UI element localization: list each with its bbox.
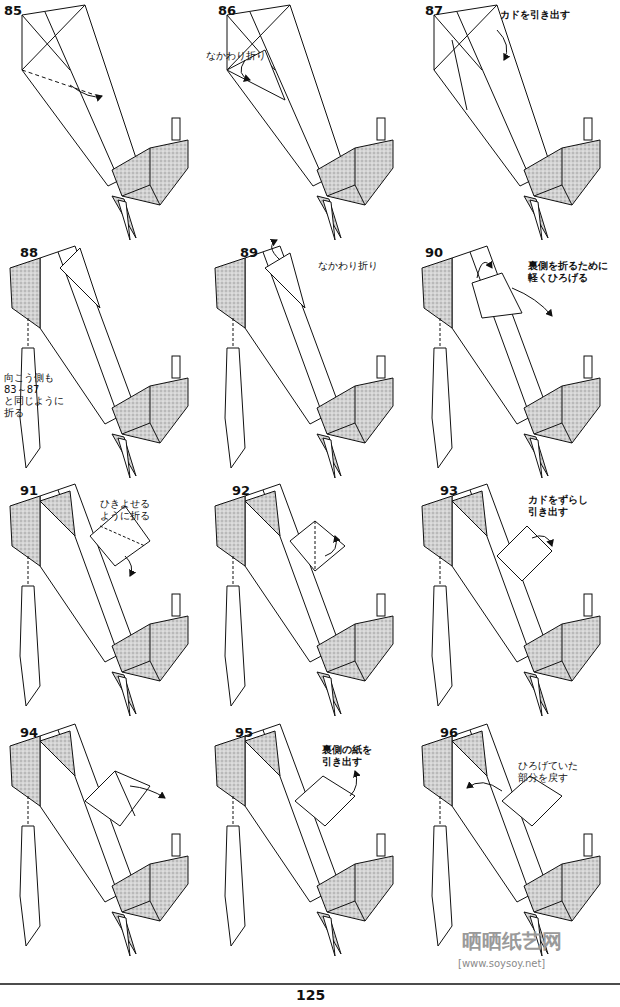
step-number: 88 [20, 246, 38, 261]
step-number: 89 [240, 246, 258, 261]
instruction-note: 向こう側も 83～87 と同じように 折る [4, 372, 68, 418]
page-number: 125 [296, 987, 325, 1003]
step-number: 94 [20, 726, 38, 741]
watermark: 晒晒纸艺网 [462, 930, 562, 953]
instruction-note: ひきよせる ように折る [100, 498, 158, 521]
step-number: 87 [425, 4, 443, 19]
step-number: 96 [440, 726, 458, 741]
instruction-note: 裏側の紙を 引き出す [322, 744, 378, 767]
instruction-note: 裏側を折るために 軽くひろげる [528, 260, 614, 283]
step-number: 86 [218, 4, 236, 19]
instruction-note: カドをずらし 引き出す [528, 494, 594, 517]
step-number: 95 [235, 726, 253, 741]
instruction-note: なかわり折り [206, 50, 266, 62]
step-number: 90 [425, 246, 443, 261]
watermark: [www.soysoy.net] [458, 958, 545, 970]
step-number: 93 [440, 484, 458, 499]
instruction-note: なかわり折り [318, 260, 378, 272]
step-number: 91 [20, 484, 38, 499]
step-number: 92 [232, 484, 250, 499]
step-number: 85 [4, 4, 22, 19]
instruction-note: カドを引き出す [500, 9, 570, 21]
instruction-note: ひろげていた 部分を戻す [518, 760, 584, 783]
